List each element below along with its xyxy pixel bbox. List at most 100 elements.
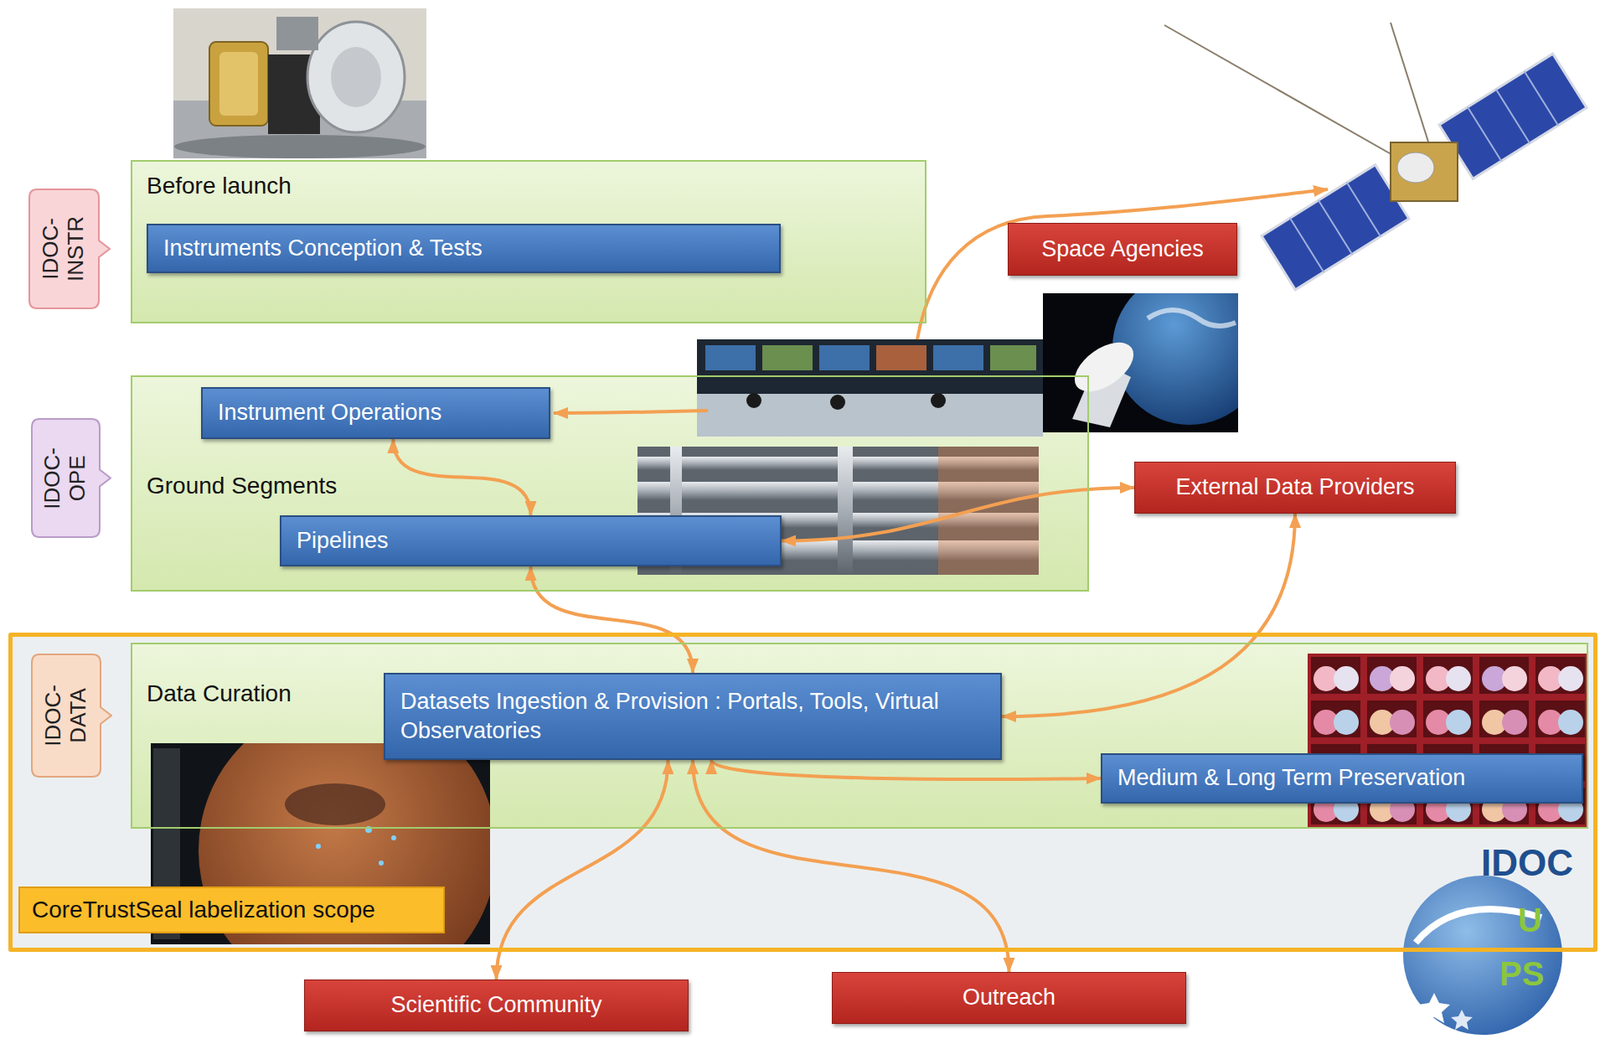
- panel-heading: Data Curation: [146, 679, 292, 708]
- process-box: Datasets Ingestion & Provision : Portals…: [383, 672, 1002, 760]
- tag-outline-shape: [31, 418, 111, 537]
- flow-connector: [1001, 513, 1296, 717]
- tag-outline-shape: [29, 189, 110, 309]
- instrument-photo-part: [276, 16, 319, 51]
- mars-viewer-screenshot-part-part: [315, 843, 321, 849]
- satellite-part-part: [1524, 71, 1559, 125]
- panel-fills-part: [130, 375, 1090, 592]
- control-room-photo-part: [696, 339, 1043, 437]
- logo-text-holder: IDOC: [1481, 844, 1574, 882]
- tag-label: IDOC- INSTR: [38, 206, 89, 291]
- satellite-part-part: [1439, 53, 1587, 179]
- control-room-photo: [696, 339, 1043, 437]
- pipes-photo-part: [938, 446, 1039, 575]
- box-label: Datasets Ingestion & Provision : Portals…: [400, 686, 967, 746]
- satellite-part-part: [1290, 217, 1324, 272]
- instrument-photo: [173, 8, 427, 159]
- actor-box: Space Agencies: [1007, 222, 1238, 276]
- space-agencies-arrow: [917, 189, 1328, 340]
- box-label: Instrument Operations: [217, 397, 442, 428]
- satellite-part-part: [1347, 182, 1381, 237]
- logo-text: U: [1517, 901, 1543, 939]
- flow-connector: [392, 438, 531, 516]
- flow-connector: [711, 759, 1101, 780]
- process-box: Instruments Conception & Tests: [146, 223, 781, 274]
- osups-logo-part: [1450, 1009, 1473, 1030]
- scope-label: CoreTrustSeal labelization scope: [18, 886, 445, 934]
- box-label: Outreach: [962, 982, 1056, 1012]
- satellite-part-part: [1318, 200, 1353, 254]
- pipes-photo-part: [837, 446, 853, 575]
- satellite-part: [1390, 142, 1458, 202]
- stage-panel: Before launchInstruments Conception & Te…: [130, 160, 927, 324]
- control-room-photo-part: [933, 345, 984, 371]
- tag-label: IDOC- OPE: [40, 436, 91, 521]
- actor-box: Outreach: [831, 971, 1187, 1024]
- logo-text-holder: PS: [1499, 956, 1544, 991]
- tag-label: IDOC- DATA: [41, 673, 92, 758]
- mars-viewer-screenshot-part-part: [378, 860, 384, 866]
- scope-frame: CoreTrustSeal labelization scope Data Cur…: [8, 632, 1598, 952]
- logo-text: IDOC: [1481, 841, 1574, 883]
- control-room-photo-part: [705, 345, 756, 371]
- osups-logo-part: [1403, 875, 1563, 1035]
- satellite-part-part: [1496, 89, 1530, 144]
- control-room-photo-part: [876, 345, 927, 371]
- earth-antenna-photo: [1042, 270, 1267, 433]
- box-label: Scientific Community: [390, 990, 602, 1020]
- osups-logo: [1403, 875, 1563, 1035]
- callout-tag: IDOC- INSTR: [28, 188, 111, 310]
- satellite-part-part: [1467, 107, 1502, 161]
- stage-panel: Data Curation Datasets Ingestion & Provis…: [130, 642, 1589, 829]
- tag-outline-shape: [31, 654, 112, 777]
- earth-antenna-photo-part-part: [1066, 332, 1143, 402]
- box-label: Pipelines: [296, 526, 389, 556]
- control-room-photo-part: [830, 394, 846, 410]
- satellite-part: [1390, 22, 1433, 155]
- instrument-photo-part: [173, 8, 427, 159]
- box-label: Instruments Conception & Tests: [163, 233, 483, 264]
- earth-antenna-photo-part-part: [1147, 309, 1236, 326]
- satellite-part: [1261, 53, 1587, 290]
- satellite-part: [1164, 25, 1408, 164]
- flow-connector: [692, 759, 1010, 972]
- panel-fills-part: [130, 160, 927, 324]
- process-box: Instrument Operations: [201, 387, 551, 439]
- satellite-part-part: [1261, 165, 1410, 290]
- instrument-photo-part: [330, 46, 382, 108]
- control-room-photo-part: [819, 345, 870, 371]
- actor-box: Scientific Community: [304, 979, 689, 1032]
- panel-fills-part: [130, 642, 1589, 829]
- instrument-photo-part: [209, 41, 269, 126]
- actor-box: External Data Providers: [1134, 461, 1456, 514]
- control-room-photo-part: [930, 392, 946, 408]
- earth-antenna-photo-part: [1066, 293, 1239, 428]
- control-room-arrow: [553, 410, 708, 413]
- instrument-photo-part: [219, 51, 259, 116]
- callout-tag: IDOC- DATA: [30, 653, 113, 778]
- control-room-photo-part: [762, 345, 813, 371]
- flow-connector: [781, 487, 1135, 542]
- stage-panel: Ground Segments Instrument OperationsPipe…: [130, 375, 1090, 592]
- flow-connector: [496, 759, 669, 980]
- instrument-photo-part: [174, 134, 426, 159]
- box-label: Medium & Long Term Preservation: [1117, 763, 1466, 793]
- panel-heading: Ground Segments: [146, 471, 337, 501]
- box-label: Space Agencies: [1041, 234, 1204, 264]
- mars-viewer-screenshot-part-part: [284, 783, 386, 826]
- panel-heading: Before launch: [146, 171, 292, 201]
- satellite-part: [1397, 152, 1435, 183]
- callout-tag: IDOC- OPE: [30, 418, 112, 538]
- flow-connector: [531, 566, 694, 673]
- control-room-photo-part: [696, 393, 1043, 437]
- logo-text-holder: U: [1517, 903, 1543, 937]
- control-room-photo-part: [990, 345, 1037, 371]
- osups-logo-part: [1418, 992, 1451, 1023]
- control-room-photo-part: [746, 392, 762, 408]
- box-label: External Data Providers: [1175, 472, 1415, 502]
- process-box: Pipelines: [279, 515, 782, 567]
